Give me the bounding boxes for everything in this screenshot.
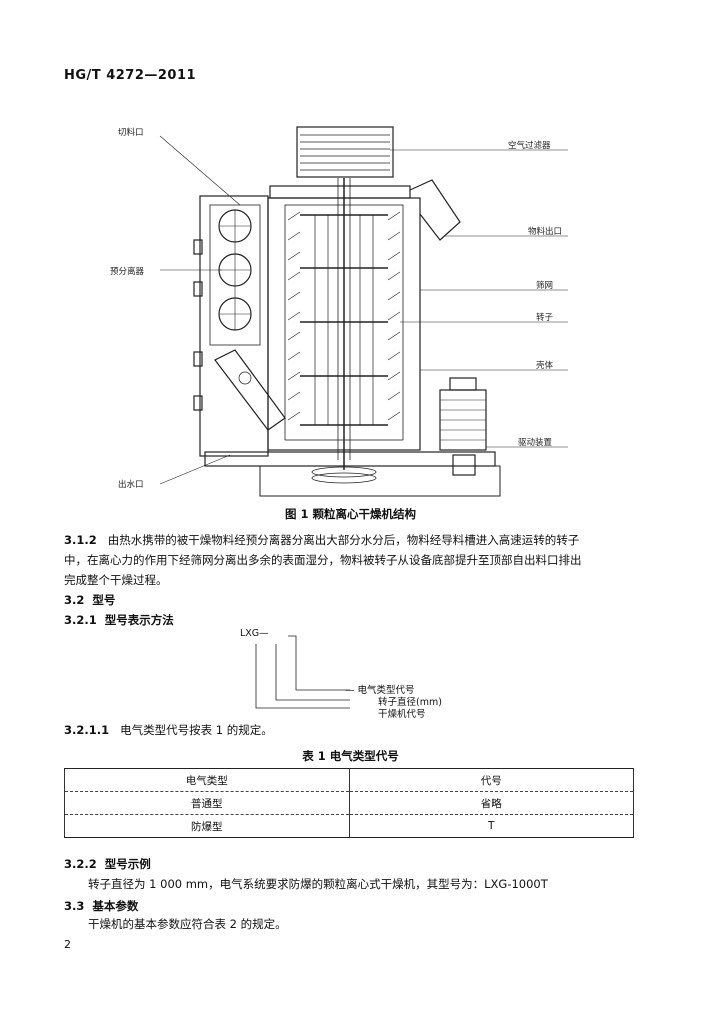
basic-parameters-text: 干燥机的基本参数应符合表 2 的规定。 [88,917,287,931]
model-prefix: LXG— [240,628,269,639]
label-pre-separator: 预分离器 [110,267,145,277]
paragraph-line: 由热水携带的被干燥物料经预分离器分离出大部分水分后，物料经导料槽进入高速运转的转… [107,533,580,547]
table-cell: 防爆型 [64,814,350,838]
model-example-text: 转子直径为 1 000 mm，电气系统要求防爆的颗粒离心式干燥机，其型号为：LX… [88,877,548,891]
pre-separator [199,195,269,457]
paragraph-line: 完成整个干燥过程。 [64,573,168,587]
pulley [311,466,377,478]
paragraph-line: 中，在离心力的作用下经筛网分离出多余的表面湿分，物料被转子从设备底部提升至顶部自… [64,553,582,567]
leader-lines [159,135,568,485]
standard-code: HG/T 4272—2011 [64,68,197,83]
model-format-brackets [255,635,350,709]
table-row: 普通型 省略 [64,791,634,815]
section-number: 3.1.2 [64,533,97,547]
label-feed-inlet: 切料口 [118,128,144,138]
table-cell: 省略 [348,791,634,815]
label-air-filter: 空气过滤器 [508,141,551,151]
table1-title: 表 1 电气类型代号 [302,749,399,763]
label-drive-unit: 驱动装置 [518,438,553,448]
table-header-row: 电气类型 代号 [64,768,634,792]
model-format-dryer-code: 干燥机代号 [378,709,426,720]
guide-chute [214,349,286,431]
label-material-outlet: 物料出口 [528,227,563,237]
air-filter-fins [300,134,390,171]
dryer-structure-diagram [159,126,568,497]
model-format-electric-code: — 电气类型代号 [345,685,415,696]
motor-pulley [452,454,476,476]
section-3-1-2: 3.1.2 由热水携带的被干燥物料经预分离器分离出大部分水分后，物料经导料槽进入… [64,530,639,590]
table-header-cell: 代号 [348,768,634,792]
top-cap [269,185,411,199]
figure-caption: 图 1 颗粒离心干燥机结构 [284,507,416,521]
screen-slats [287,211,401,421]
base [259,465,501,497]
label-screen: 筛网 [536,281,554,291]
page-number: 2 [64,938,71,951]
table-row: 防爆型 T [64,814,634,838]
label-water-outlet: 出水口 [118,480,144,490]
model-format-rotor-diameter: 转子直径(mm) [378,697,442,708]
table-header-cell: 电气类型 [64,768,350,792]
material-outlet [409,179,461,241]
label-rotor: 转子 [536,313,554,323]
section-3-2-1-1: 3.2.1.1 电气类型代号按表 1 的规定。 [64,723,273,737]
table-1: 电气类型 代号 普通型 省略 防爆型 T [64,768,634,838]
air-filter [296,126,394,178]
table-cell: 普通型 [64,791,350,815]
rotor-vanes [314,215,374,425]
table-cell: T [348,814,634,838]
label-shell: 壳体 [536,361,554,371]
